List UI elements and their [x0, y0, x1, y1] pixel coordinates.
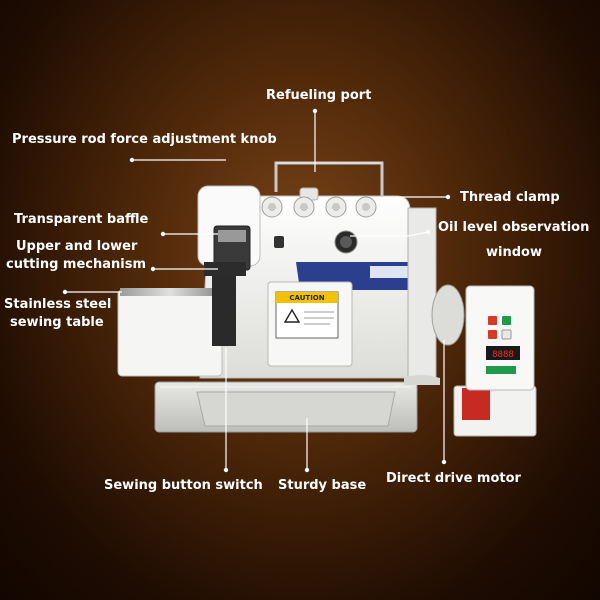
panel-readout: 8888 — [492, 350, 514, 360]
thread-stand — [274, 161, 384, 196]
label-table-line2: sewing table — [10, 315, 104, 330]
label-pressure-rod: Pressure rod force adjustment knob — [12, 132, 277, 147]
label-transparent-baffle: Transparent baffle — [14, 212, 149, 227]
label-direct-drive: Direct drive motor — [386, 471, 521, 486]
sturdy-base-shape — [154, 381, 418, 433]
dot-direct-drive — [441, 459, 447, 465]
handwheel-housing — [404, 207, 465, 385]
front-cover — [267, 281, 353, 367]
label-cutting-line1: Upper and lower — [16, 239, 138, 254]
dot-pressure-rod — [129, 157, 135, 163]
dot-sewing-table — [62, 289, 68, 295]
dot-oil-level — [425, 229, 431, 235]
caution-text: CAUTION — [289, 294, 324, 302]
label-cutting-line2: cutting mechanism — [6, 257, 147, 272]
dot-sewing-button — [223, 467, 229, 473]
leader-oil-level-end — [407, 231, 429, 237]
label-sewing-button: Sewing button switch — [104, 478, 263, 493]
label-table-line1: Stainless steel — [4, 297, 112, 312]
label-oil-level-line2: window — [486, 245, 542, 260]
dot-cutting-mechanism — [150, 266, 156, 272]
dot-thread-clamp — [445, 194, 451, 200]
dot-refueling-port — [312, 108, 318, 114]
tension-knobs — [261, 196, 377, 218]
label-oil-level-line1: Oil level observation — [438, 220, 590, 235]
direct-drive-motor-shape — [453, 285, 537, 437]
label-sturdy-base: Sturdy base — [278, 478, 367, 493]
leader-lines — [62, 108, 451, 473]
label-refueling-port: Refueling port — [266, 88, 372, 103]
control-panel — [465, 285, 535, 391]
sewing-table-shape — [117, 276, 236, 377]
transparent-baffle-shape — [204, 225, 251, 276]
dot-transparent-baffle — [160, 231, 166, 237]
label-thread-clamp: Thread clamp — [460, 190, 560, 205]
caution-label — [276, 292, 338, 303]
dot-sturdy-base — [304, 467, 310, 473]
